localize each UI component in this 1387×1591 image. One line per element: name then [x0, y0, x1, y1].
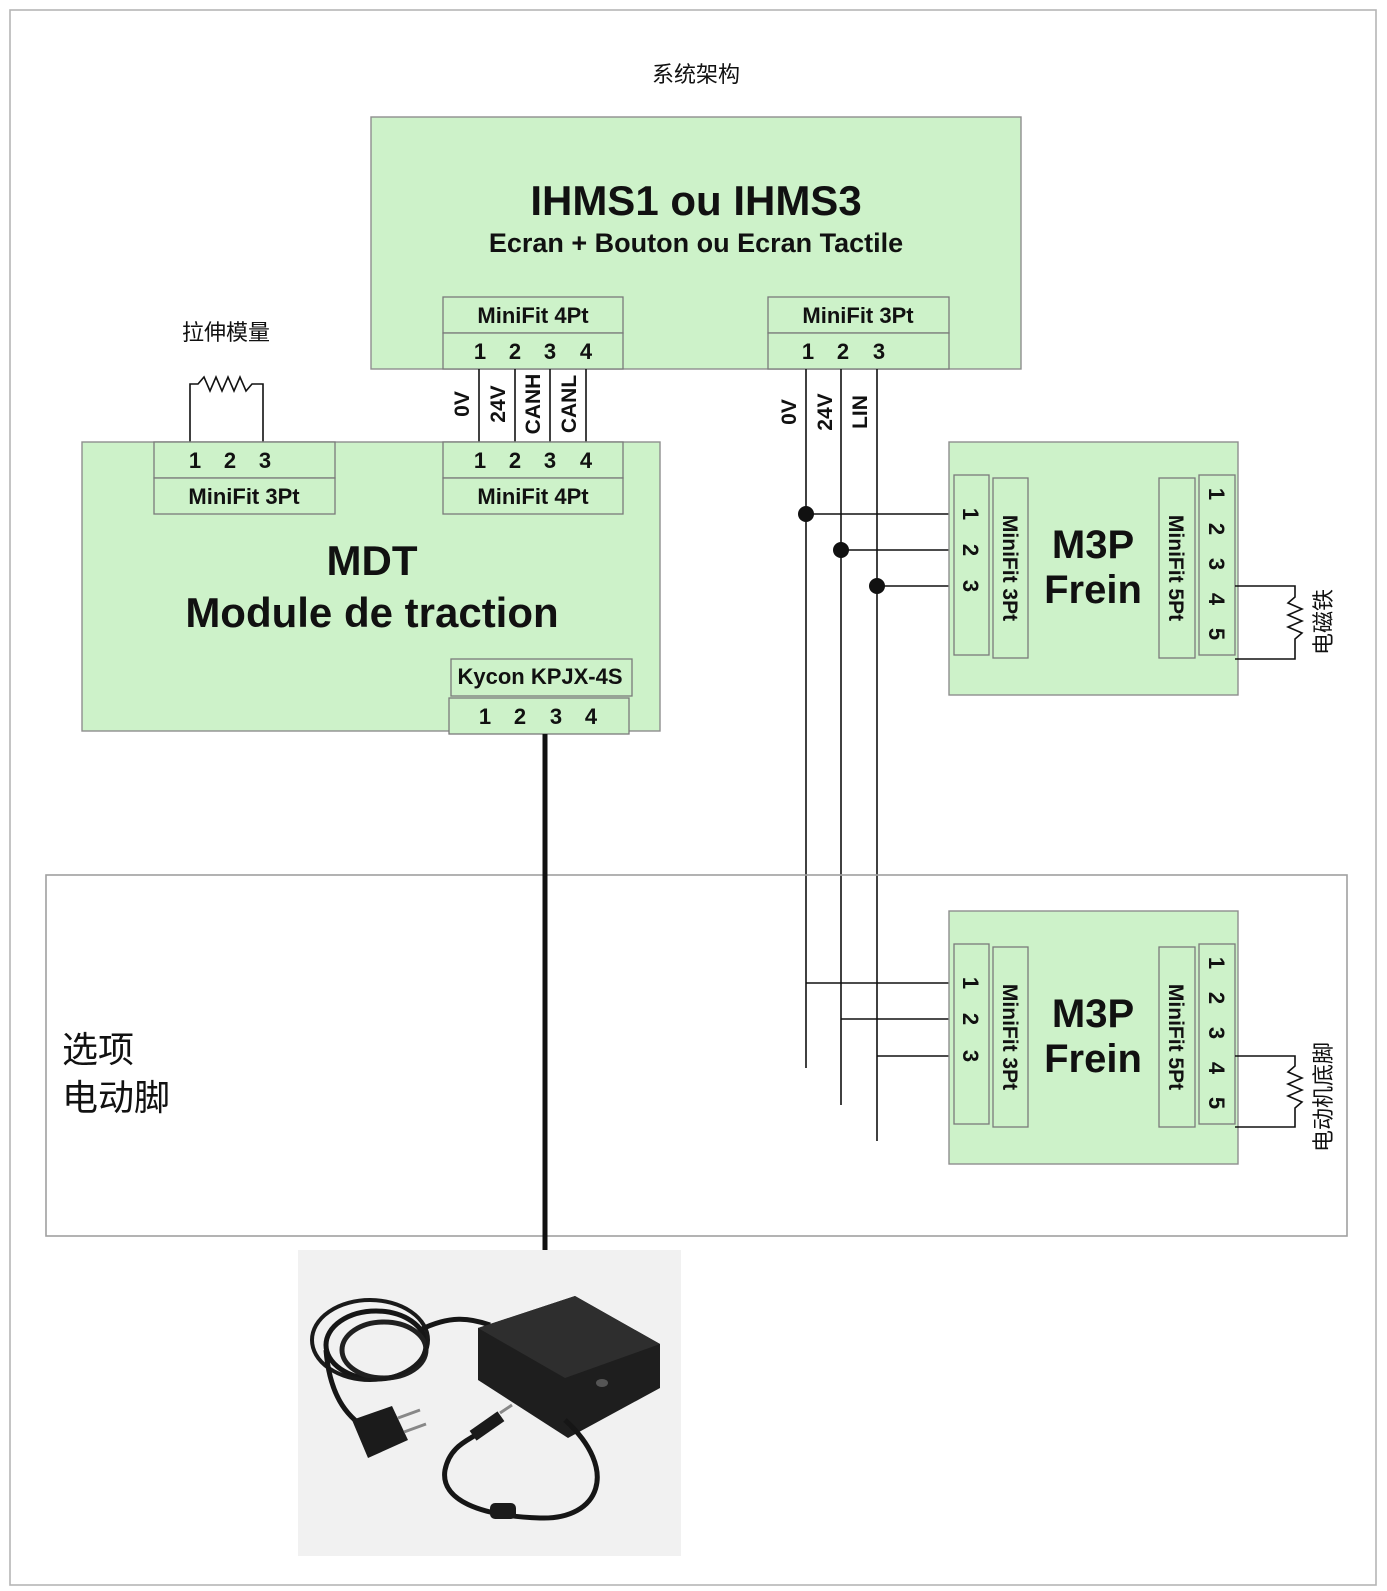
- ihms-3pt-pin: 2: [837, 339, 849, 364]
- wire-label-canh: CANH: [522, 374, 545, 435]
- mdt-kycon-label: Kycon KPJX-4S: [457, 664, 622, 689]
- mdt-3pt-pin: 2: [224, 448, 236, 473]
- mdt-4pt-pin: 1: [474, 448, 486, 473]
- m3p-upper-5pt-pin: 1: [1204, 488, 1229, 500]
- m3p-lower-pin: 1: [958, 977, 983, 989]
- ihms-connector-4pt-label: MiniFit 4Pt: [477, 303, 589, 328]
- m3p-lower-5pt-pin: 2: [1204, 992, 1229, 1004]
- mdt-connector-3pt-label: MiniFit 3Pt: [188, 484, 300, 509]
- m3p-upper-5pt-pin: 4: [1204, 593, 1229, 606]
- mdt-3pt-pin: 1: [189, 448, 201, 473]
- m3p-lower-5pt-pin: 4: [1204, 1062, 1229, 1075]
- ihms-title: IHMS1 ou IHMS3: [530, 177, 861, 224]
- mdt-4pt-pin: 2: [509, 448, 521, 473]
- m3p-lower-pin: 3: [958, 1050, 983, 1062]
- lin-label-0v: 0V: [778, 399, 801, 425]
- junction-dot: [833, 542, 849, 558]
- m3p-lower-5pt-pin: 1: [1204, 957, 1229, 969]
- junction-dot: [798, 506, 814, 522]
- m3p-brake-upper: 1 2 3 MiniFit 3Pt M3P Frein MiniFit 5Pt …: [949, 442, 1336, 695]
- resistor-label: 拉伸模量: [182, 320, 270, 345]
- option-label: 选项: [62, 1029, 134, 1070]
- option-sublabel: 电动脚: [62, 1077, 170, 1118]
- m3p-brake-lower: 1 2 3 MiniFit 3Pt M3P Frein MiniFit 5Pt …: [949, 911, 1336, 1164]
- mdt-module: MDT Module de traction 1 2 3 MiniFit 3Pt…: [82, 442, 660, 734]
- mdt-connector-4pt-label: MiniFit 4Pt: [477, 484, 589, 509]
- ihms-4pt-pin: 2: [509, 339, 521, 364]
- mdt-connector-3pt: 1 2 3 MiniFit 3Pt: [154, 442, 335, 514]
- m3p-upper-pin: 3: [958, 580, 983, 592]
- junction-dot: [869, 578, 885, 594]
- mdt-title: MDT: [327, 537, 418, 584]
- ihms-4pt-pin: 4: [580, 339, 593, 364]
- mdt-kycon-pin: 3: [550, 704, 562, 729]
- m3p-lower-pin: 2: [958, 1013, 983, 1025]
- m3p-upper-3pt-label: MiniFit 3Pt: [998, 515, 1021, 621]
- ihms-3pt-pin: 1: [802, 339, 814, 364]
- ihms-4pt-pin: 1: [474, 339, 486, 364]
- ihms-module: IHMS1 ou IHMS3 Ecran + Bouton ou Ecran T…: [371, 117, 1021, 369]
- m3p-upper-pin: 1: [958, 508, 983, 520]
- m3p-lower-5pt-pin: 3: [1204, 1027, 1229, 1039]
- mdt-connector-kycon: Kycon KPJX-4S 1 2 3 4: [449, 659, 632, 734]
- diagram-title: 系统架构: [652, 62, 740, 87]
- mdt-kycon-pin: 4: [585, 704, 598, 729]
- ihms-connector-3pt-label: MiniFit 3Pt: [802, 303, 914, 328]
- can-bus-wires: 0V 24V CANH CANL: [451, 369, 586, 442]
- m3p-upper-5pt-pin: 5: [1204, 628, 1229, 640]
- m3p-lower-title: M3P: [1052, 992, 1134, 1036]
- m3p-lower-subtitle: Frein: [1044, 1037, 1142, 1081]
- m3p-upper-title: M3P: [1052, 523, 1134, 567]
- mdt-kycon-pin: 1: [479, 704, 491, 729]
- ihms-connector-3pt: MiniFit 3Pt 1 2 3: [768, 297, 949, 369]
- m3p-upper-5pt-label: MiniFit 5Pt: [1164, 515, 1187, 621]
- mdt-4pt-pin: 3: [544, 448, 556, 473]
- mdt-4pt-pin: 4: [580, 448, 593, 473]
- lin-label-24v: 24V: [814, 393, 837, 430]
- mdt-subtitle: Module de traction: [185, 589, 558, 636]
- m3p-upper-pin: 2: [958, 544, 983, 556]
- mdt-connector-4pt: 1 2 3 4 MiniFit 4Pt: [443, 442, 623, 514]
- lin-label-lin: LIN: [849, 395, 872, 429]
- wire-label-canl: CANL: [558, 375, 581, 433]
- wire-label-24v: 24V: [487, 385, 510, 422]
- wire-label-0v: 0V: [451, 391, 474, 417]
- m3p-upper-subtitle: Frein: [1044, 568, 1142, 612]
- mdt-3pt-pin: 3: [259, 448, 271, 473]
- ihms-3pt-pin: 3: [873, 339, 885, 364]
- lin-bus-wires: 0V 24V LIN: [778, 369, 954, 1141]
- mdt-kycon-pin: 2: [514, 704, 526, 729]
- ihms-4pt-pin: 3: [544, 339, 556, 364]
- ihms-connector-4pt: MiniFit 4Pt 1 2 3 4: [443, 297, 623, 369]
- m3p-lower-5pt-pin: 5: [1204, 1097, 1229, 1109]
- m3p-upper-load-label: 电磁铁: [1311, 589, 1336, 655]
- m3p-lower-3pt-label: MiniFit 3Pt: [998, 984, 1021, 1090]
- m3p-lower-load-label: 电动机底脚: [1311, 1042, 1336, 1152]
- ihms-subtitle: Ecran + Bouton ou Ecran Tactile: [489, 228, 903, 258]
- m3p-lower-5pt-label: MiniFit 5Pt: [1164, 984, 1187, 1090]
- resistor-stretch: 拉伸模量: [182, 320, 270, 442]
- m3p-upper-5pt-pin: 2: [1204, 523, 1229, 535]
- m3p-upper-5pt-pin: 3: [1204, 558, 1229, 570]
- power-supply-photo: [298, 1250, 681, 1556]
